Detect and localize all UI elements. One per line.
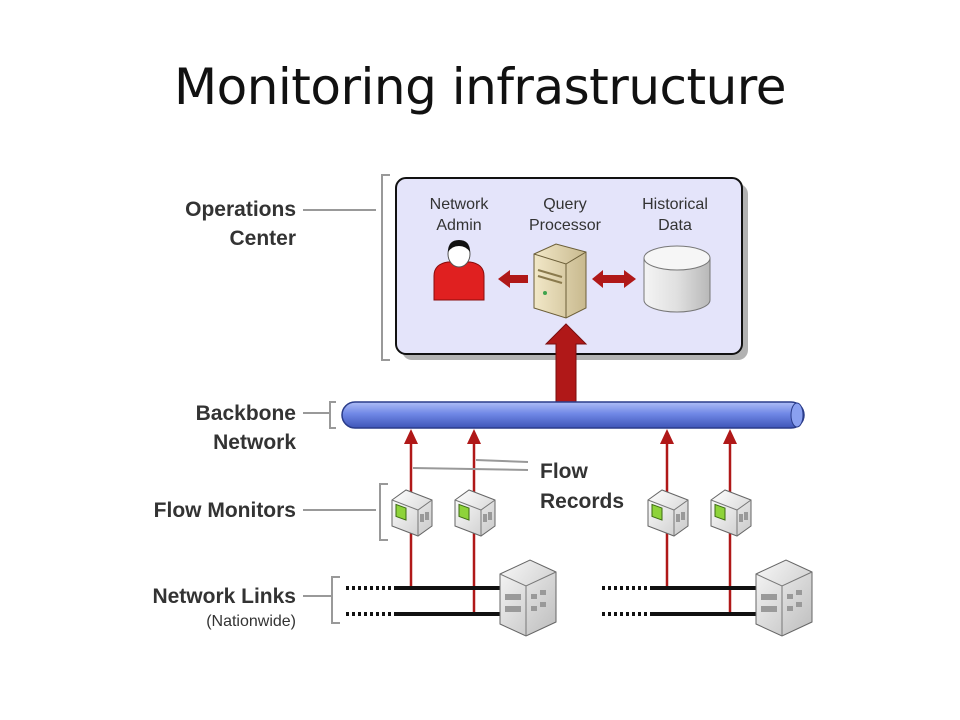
flow-monitor-icon [647,489,689,537]
flow-monitor-icon [454,489,496,537]
database-icon [643,245,711,313]
operations-label-line1: Operations [185,198,296,221]
label-flow-monitors: Flow Monitors [154,499,296,522]
historical-data: Historical Data [642,196,711,313]
flow-monitor-icon [710,489,752,537]
network-admin: Network Admin [430,196,490,301]
flow-records-label-line2: Records [540,490,624,513]
operations-label-line2: Center [229,227,296,250]
label-operations-center: Operations Center [185,198,296,250]
router-icon [755,559,813,637]
network-admin-label-line2: Admin [436,217,481,234]
query-processor-label-line2: Processor [529,217,602,234]
backbone-pipe [341,401,805,429]
historical-data-label-line2: Data [658,217,692,234]
backbone-label-line1: Backbone [196,402,296,425]
brackets [303,174,390,624]
network-admin-label-line1: Network [430,196,490,213]
uplink-arrow [544,323,588,403]
network-links-label: Network Links [152,585,296,608]
slide-title: Monitoring infrastructure [173,58,787,116]
backbone-label-line2: Network [213,431,296,454]
person-icon [433,240,485,301]
network-links-sublabel: (Nationwide) [206,613,296,630]
query-processor: Query Processor [529,196,602,319]
server-icon [533,243,587,319]
router-icon [499,559,557,637]
flow-records-label-line1: Flow [540,460,588,483]
historical-data-label-line1: Historical [642,196,708,213]
flow-records-callout: Flow Records [412,459,624,513]
flow-monitor-icon [391,489,433,537]
label-network-links: Network Links (Nationwide) [152,585,296,630]
ops-arrows [498,270,636,288]
query-processor-label-line1: Query [543,196,587,213]
label-backbone-network: Backbone Network [196,402,297,454]
network-links [346,586,765,616]
